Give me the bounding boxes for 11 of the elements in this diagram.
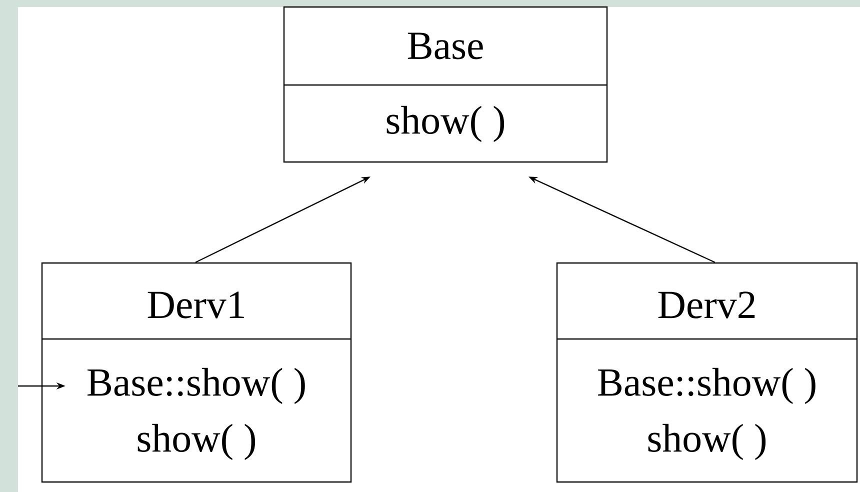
class-box — [283, 6, 608, 163]
class-box — [41, 262, 352, 483]
method-name: Base::show( ) — [88, 368, 305, 404]
class-name: Base — [408, 32, 483, 60]
method-name: Base::show( ) — [598, 368, 816, 404]
class-name: Derv2 — [658, 292, 755, 318]
method-name: show( ) — [648, 424, 766, 460]
class-box — [556, 262, 858, 483]
class-name: Derv1 — [148, 292, 244, 318]
method-name: show( ) — [386, 106, 504, 142]
method-name: show( ) — [138, 424, 256, 460]
